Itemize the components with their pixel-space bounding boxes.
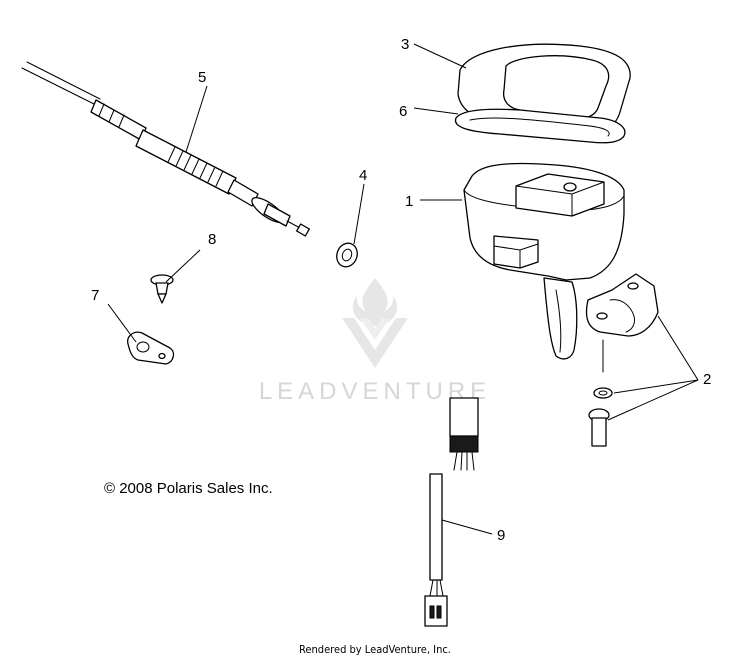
callout-2: 2 [703,371,711,388]
callout-7: 7 [91,287,99,304]
leadventure-logo-icon [342,278,408,368]
throttle-cable [21,61,310,237]
callout-4: 4 [359,167,367,184]
leader-lines [107,43,699,535]
gasket [454,108,626,144]
wiring-harness [424,397,479,627]
callout-8: 8 [208,231,216,248]
watermark-text: LEADVENTURE [258,378,492,405]
clamp-assembly [585,273,659,447]
callout-3: 3 [401,36,409,53]
cable-clamp [127,331,175,365]
washer [336,242,358,268]
callout-6: 6 [399,103,407,120]
callout-9: 9 [497,527,505,544]
callout-1: 1 [405,193,413,210]
copyright-notice: © 2008 Polaris Sales Inc. [104,480,273,497]
switch-housing [463,162,625,360]
callout-5: 5 [198,69,206,86]
rendered-by-footer: Rendered by LeadVenture, Inc. [299,643,451,656]
push-rivet [150,274,174,304]
